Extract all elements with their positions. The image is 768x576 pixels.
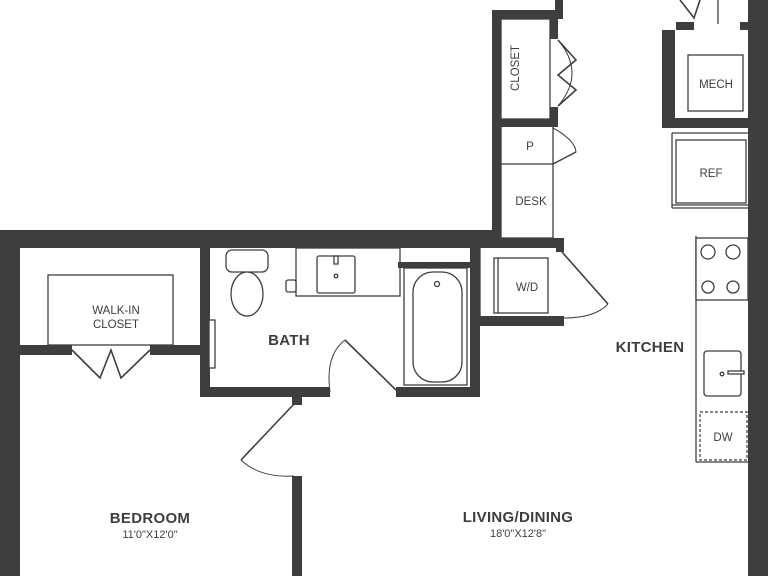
bedroom-dimensions: 11'0"X12'0" [122, 529, 177, 541]
fixtures [208, 54, 749, 461]
walk-in-closet-label-2: CLOSET [93, 319, 139, 331]
wall-walkin-left [20, 345, 72, 355]
wall-bath-door-jamb [292, 396, 302, 405]
wall-laundry-stub [556, 238, 564, 252]
burner-2 [725, 244, 741, 260]
dw-label: DW [713, 432, 732, 444]
wall-walkin-right [150, 345, 202, 355]
wall-bedroom-partition [292, 476, 302, 576]
closet-bifold-door [556, 39, 578, 107]
dishwasher [699, 411, 748, 461]
bath-door-leaf [344, 339, 397, 391]
living-dining-dimensions: 18'0"X12'8" [490, 528, 546, 540]
bathtub-drain [433, 280, 441, 288]
bedroom-door-leaf [240, 403, 295, 461]
wall-laundry-bottom [480, 316, 564, 326]
washer-dryer [493, 257, 549, 314]
wall-laundry-top [480, 238, 564, 248]
wall-bath-left [200, 248, 210, 396]
bathtub-basin [412, 271, 463, 383]
doors [71, 0, 719, 477]
labels: CLOSET MECH P REF DESK WALK-IN CLOSET W/… [92, 45, 733, 541]
wall-tub-surround [398, 262, 470, 268]
closet-inner [500, 18, 551, 120]
ref-label: REF [700, 168, 723, 180]
mech-label: MECH [699, 79, 733, 91]
wall-bath-bottom-left [200, 387, 330, 397]
burner-1 [700, 244, 716, 260]
mech-door [679, 0, 701, 20]
refrigerator [675, 139, 747, 204]
closet-door-swing [557, 39, 573, 107]
wall-mech-top [676, 22, 694, 30]
wall-bath-right [470, 240, 480, 397]
towel-bar [208, 319, 216, 369]
kitchen-label: KITCHEN [616, 339, 685, 356]
living-dining-label: LIVING/DINING [463, 509, 574, 526]
kitchen-faucet [727, 370, 745, 375]
wall-closet-bottom [501, 119, 558, 127]
desk-label: DESK [515, 196, 547, 208]
wall-mech-top-right [740, 22, 748, 30]
bath-door-swing [328, 339, 346, 393]
wall-outer-top [0, 230, 500, 248]
walk-in-closet-bifold-door [71, 347, 151, 380]
bedroom-label: BEDROOM [110, 510, 190, 527]
wall-top-stub [555, 0, 563, 19]
wall-closet-top [492, 10, 562, 19]
wall-closet-column [492, 10, 501, 248]
walk-in-closet-shelf [47, 274, 174, 346]
burner-3 [701, 280, 715, 294]
bedroom-door-swing [240, 459, 295, 477]
wall-mech-bottom [662, 118, 748, 128]
wall-closet-right-lower [550, 107, 558, 127]
closet-label: CLOSET [510, 45, 522, 91]
wall-outer-right [748, 0, 768, 576]
pantry-door-leaf [552, 151, 577, 165]
wall-closet-right-upper [550, 19, 558, 39]
bath-label: BATH [268, 332, 310, 349]
toilet-bowl [230, 271, 264, 317]
laundry-door-leaf [561, 251, 609, 305]
wd-label: W/D [516, 282, 538, 294]
pantry-door-swing [552, 127, 577, 165]
mech-unit [687, 54, 744, 112]
walk-in-closet-label-1: WALK-IN [92, 305, 140, 317]
laundry-door-swing [563, 303, 609, 319]
kitchen-sink-drain [719, 371, 725, 377]
wall-mech-left [662, 30, 675, 128]
toilet-paper-holder [285, 279, 297, 293]
pantry-label: P [526, 141, 534, 153]
bath-sink-drain [333, 273, 339, 279]
burner-4 [726, 280, 740, 294]
wall-outer-left [0, 230, 20, 576]
bath-faucet [333, 255, 339, 265]
wall-bath-bottom-right [396, 387, 480, 397]
bath-vanity-counter [295, 247, 401, 297]
toilet-tank [225, 249, 269, 273]
